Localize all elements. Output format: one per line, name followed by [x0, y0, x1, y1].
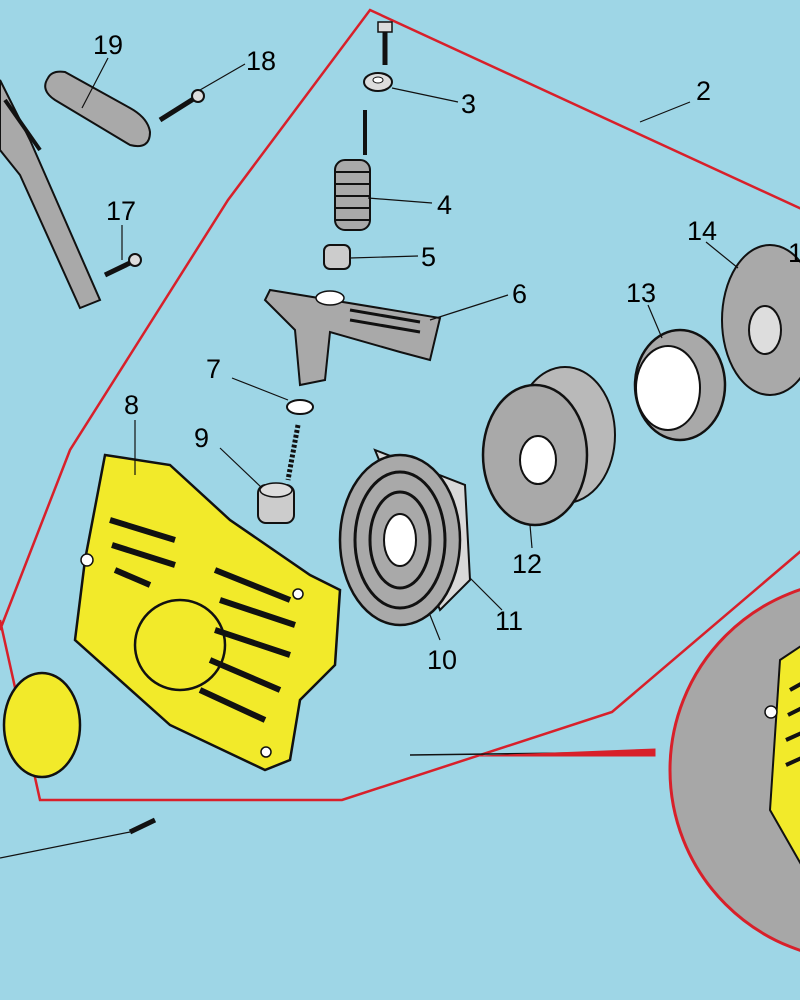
part-top-bolt	[377, 21, 393, 65]
callout-12: 12	[512, 549, 542, 579]
callout-8: 8	[124, 390, 139, 420]
callout-9: 9	[194, 423, 209, 453]
part-seal-disc	[2, 671, 82, 779]
part-18-screw	[158, 89, 205, 123]
callout-11: 11	[495, 606, 523, 636]
callout-7: 7	[206, 354, 221, 384]
part-10-11-spring-cassette	[338, 448, 472, 627]
part-7-washer	[286, 399, 314, 415]
callout-1-partial: 1	[788, 238, 800, 268]
callout-10: 10	[427, 645, 457, 675]
callout-2: 2	[696, 76, 711, 106]
magnifier-arrow	[409, 748, 656, 757]
callout-14: 14	[687, 216, 717, 246]
part-14-pulley-plate	[721, 244, 800, 396]
part-13-pawl-drum	[633, 328, 727, 442]
kit-boundary-outline	[0, 8, 800, 802]
part-3-washer	[363, 72, 393, 92]
callout-13: 13	[626, 278, 656, 308]
callout-19: 19	[93, 30, 123, 60]
callout-18: 18	[246, 46, 276, 76]
part-17-screw	[103, 253, 142, 278]
magnifier-detail	[668, 588, 800, 952]
part-19-chain-guard	[44, 70, 152, 148]
part-6-starter-handle	[263, 288, 442, 387]
callout-3: 3	[461, 89, 476, 119]
callout-5: 5	[421, 242, 436, 272]
callout-4: 4	[437, 190, 452, 220]
callout-6: 6	[512, 279, 527, 309]
callout-17: 17	[106, 196, 136, 226]
part-8-starter-housing	[73, 453, 342, 772]
part-bottom-screw	[0, 817, 157, 859]
handle-bar	[0, 79, 102, 310]
part-4-spring	[334, 110, 371, 231]
leader-lines	[81, 57, 739, 641]
part-12-rope-pulley	[481, 366, 616, 527]
part-5-bushing	[323, 244, 351, 270]
part-9-spring-bushing	[257, 424, 301, 524]
